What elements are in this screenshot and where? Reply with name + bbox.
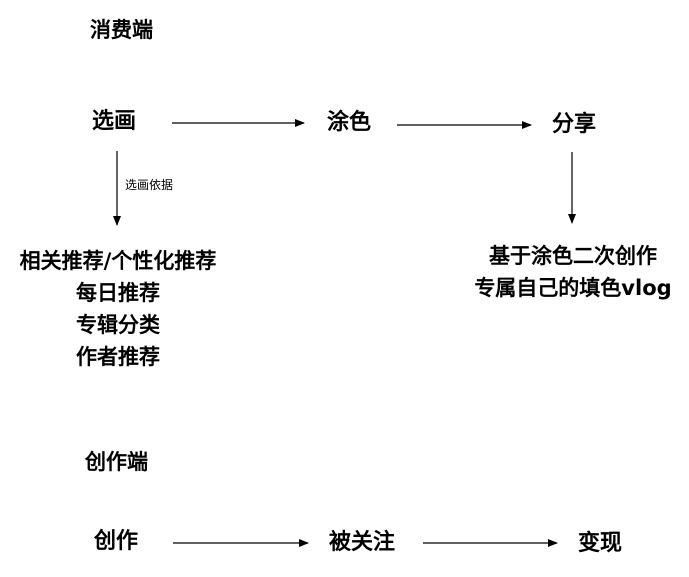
edge-label-select-basis: 选画依据 <box>125 178 174 192</box>
node-followed: 被关注 <box>329 530 396 555</box>
node-create: 创作 <box>94 529 139 554</box>
node-monetize: 变现 <box>578 531 623 556</box>
basis-line-recommend: 相关推荐/个性化推荐 <box>19 249 217 273</box>
creator-section-title: 创作端 <box>85 450 148 474</box>
share-description: 基于涂色二次创作 专属自己的填色vlog <box>462 240 684 304</box>
selection-basis-list: 相关推荐/个性化推荐 每日推荐 专辑分类 作者推荐 <box>0 245 236 373</box>
basis-line-author: 作者推荐 <box>76 345 160 369</box>
share-line-recreate: 基于涂色二次创作 <box>489 244 657 268</box>
node-select-painting: 选画 <box>92 109 137 134</box>
node-share: 分享 <box>552 112 597 137</box>
basis-line-album: 专辑分类 <box>76 313 160 337</box>
consumer-section-title: 消费端 <box>90 18 153 42</box>
share-line-vlog: 专属自己的填色vlog <box>474 276 672 300</box>
basis-line-daily: 每日推荐 <box>76 281 160 305</box>
node-coloring: 涂色 <box>327 110 372 135</box>
